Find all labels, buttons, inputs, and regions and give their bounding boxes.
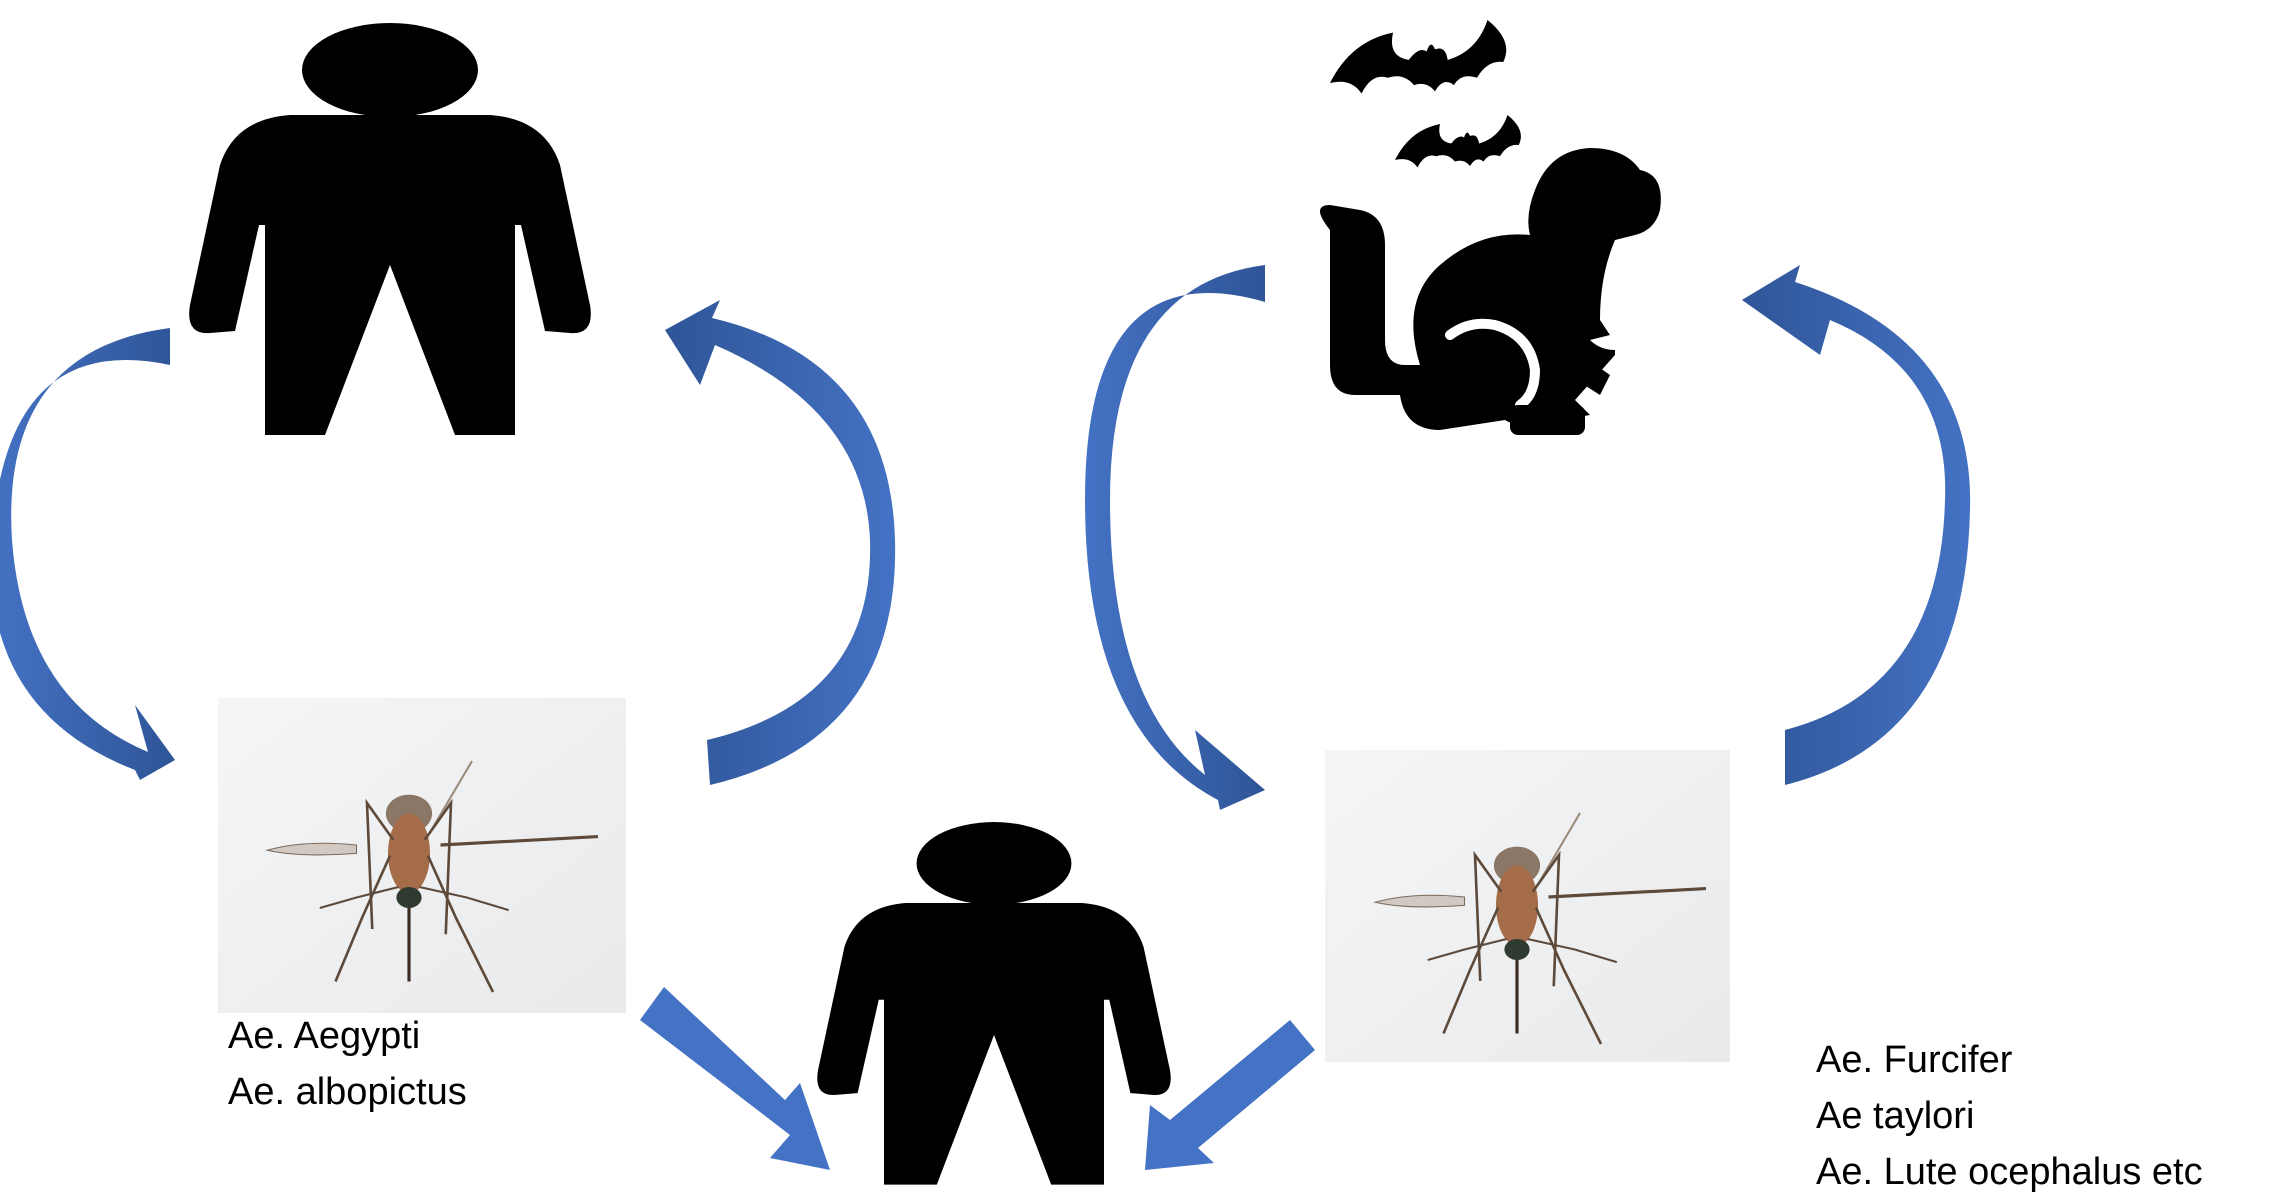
human-silhouette-icon-bottom: [817, 822, 1170, 1185]
arrow-human-to-mosquito-left: [0, 328, 175, 780]
arrow-right-mosquito-to-bottom-human: [1145, 1020, 1315, 1170]
mosquito-photo-left: [218, 698, 626, 1013]
mosquito-photo-right: [1325, 750, 1730, 1062]
arrow-monkey-to-mosquito-right: [1085, 265, 1265, 810]
species-label: Ae. Furcifer: [1816, 1032, 2203, 1088]
species-label: Ae. albopictus: [228, 1064, 467, 1120]
human-silhouette-icon-top: [189, 23, 591, 435]
arrow-mosquito-to-human-left: [665, 300, 895, 785]
species-label: Ae. Aegypti: [228, 1008, 467, 1064]
bat-icon-1: [1330, 20, 1506, 94]
species-label: Ae taylori: [1816, 1088, 2203, 1144]
sylvatic-vector-species-list: Ae. Furcifer Ae taylori Ae. Lute ocephal…: [1816, 1032, 2203, 1200]
urban-vector-species-list: Ae. Aegypti Ae. albopictus: [228, 1008, 467, 1120]
monkey-icon: [1320, 148, 1661, 435]
arrow-mosquito-to-monkey-right: [1742, 265, 1970, 785]
bat-icon-2: [1395, 115, 1521, 168]
arrow-left-mosquito-to-bottom-human: [640, 987, 830, 1170]
